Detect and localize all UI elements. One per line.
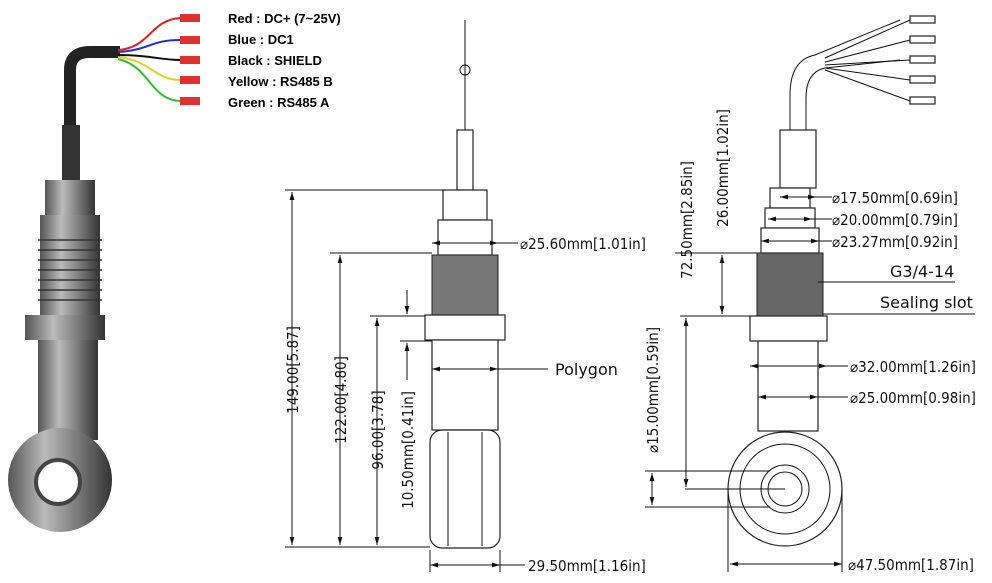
sensor-3d-render [8, 14, 200, 532]
dim-d1: ⌀17.50mm[0.69in] [832, 189, 958, 207]
dim-ring-diameter: ⌀47.50mm[1.87in] [848, 556, 974, 574]
front-view: 72.50mm[2.85in] 26.00mm[1.02in] ⌀15.00mm… [644, 15, 976, 574]
dim-thread-to-bottom: 122.00[4.80] [332, 356, 350, 444]
sealing-slot-label: Sealing slot [880, 293, 973, 312]
legend-blue: Blue : DC1 [228, 32, 294, 47]
thread-spec-label: G3/4-14 [890, 262, 954, 281]
dim-flange-thickness: 10.50mm[0.41in] [399, 391, 417, 509]
legend-green: Green : RS485 A [228, 95, 330, 110]
wiring-legend: Red : DC+ (7~25V) Blue : DC1 Black : SHI… [228, 11, 341, 110]
dim-flange-to-bottom: 96.00[3.78] [369, 390, 387, 469]
wires [117, 14, 200, 105]
dim-d3: ⌀23.27mm[0.92in] [832, 233, 958, 251]
legend-red: Red : DC+ (7~25V) [228, 11, 341, 26]
dim-overall-length: 149.00[5.87] [284, 326, 302, 414]
dim-flange-diameter: ⌀32.00mm[1.26in] [850, 358, 976, 376]
polygon-label: Polygon [555, 360, 618, 379]
dim-length-to-hole: 72.50mm[2.85in] [678, 161, 696, 279]
dim-d2: ⌀20.00mm[0.79in] [832, 211, 958, 229]
side-view: 149.00[5.87] 122.00[4.80] 96.00[3.78] 10… [284, 20, 646, 575]
legend-yellow: Yellow : RS485 B [228, 74, 333, 89]
dim-hole-diameter: ⌀15.00mm[0.59in] [644, 327, 662, 453]
dim-body-diameter: ⌀25.00mm[0.98in] [850, 389, 976, 407]
dim-body-width: 29.50mm[1.16in] [528, 557, 646, 575]
legend-black: Black : SHIELD [228, 53, 322, 68]
dim-top-length: 26.00mm[1.02in] [714, 109, 732, 227]
dim-thread-diameter: ⌀25.60mm[1.01in] [520, 235, 646, 253]
